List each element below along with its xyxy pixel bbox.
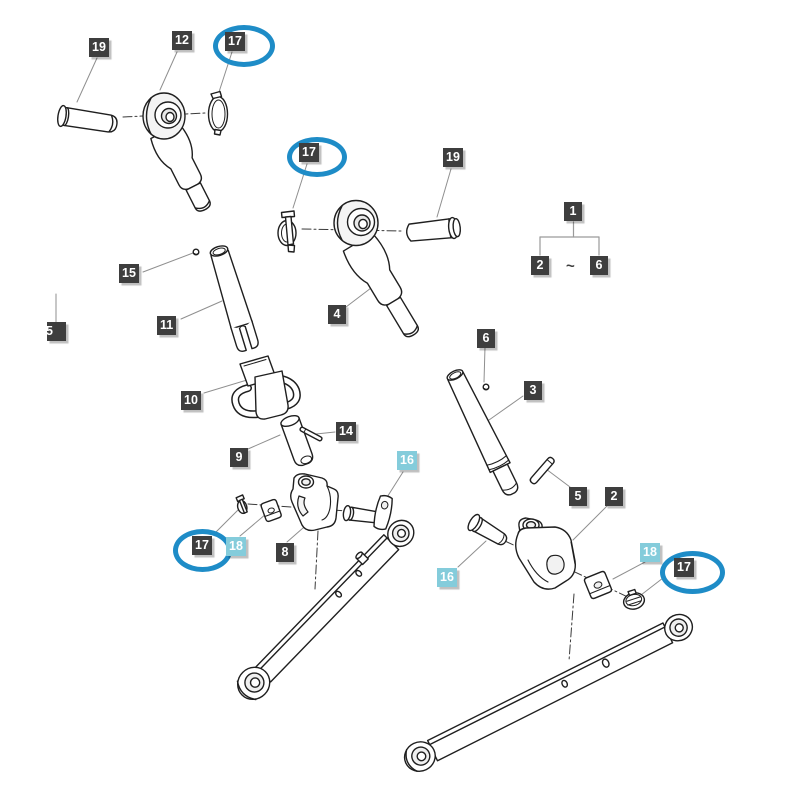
part-label-19-middle: 19 <box>443 148 463 167</box>
legend-bracket <box>539 221 600 256</box>
clevis-pin-19-left-drawing <box>57 104 118 133</box>
part-label-17-bottom-right[interactable]: 17 <box>674 558 694 577</box>
link-pin-9-drawing <box>280 414 314 467</box>
top-link-ball-end-4-drawing <box>333 199 419 338</box>
highlight-ellipse-17-middle <box>287 137 347 177</box>
snap-pin-17-bottom-left-drawing <box>235 494 248 515</box>
part-label-19-top-left: 19 <box>89 38 109 57</box>
part-label-18-right[interactable]: 18 <box>640 543 660 562</box>
part-label-5-edge-partial: 5 <box>47 322 66 341</box>
legend-label-2: 2 <box>531 256 549 275</box>
snap-ring-17-drawing <box>207 90 229 136</box>
lower-link-arm-right-drawing <box>403 613 694 772</box>
part-label-3: 3 <box>524 381 542 400</box>
part-label-6-part: 6 <box>477 329 495 348</box>
part-label-17-top[interactable]: 17 <box>225 32 245 51</box>
part-label-16-center[interactable]: 16 <box>397 451 417 470</box>
part-label-10: 10 <box>181 391 201 410</box>
legend-label-6: 6 <box>590 256 608 275</box>
part-label-11: 11 <box>157 316 177 335</box>
part-label-14: 14 <box>336 422 356 441</box>
part-label-16-bottom[interactable]: 16 <box>437 568 457 587</box>
lift-rod-pin-5-drawing <box>529 456 555 485</box>
part-label-17-bottom-left[interactable]: 17 <box>192 536 212 555</box>
lift-rod-tube-3-drawing <box>446 369 519 496</box>
detent-ball-15-drawing <box>192 248 200 256</box>
clevis-yoke-8-drawing <box>290 473 339 532</box>
part-label-5-right: 5 <box>569 487 587 506</box>
snap-pin-17-bottom-right-drawing <box>622 588 646 610</box>
turnbuckle-tube-11-drawing <box>209 245 259 353</box>
legend-label-1: 1 <box>564 202 582 221</box>
top-link-ball-end-12-drawing <box>142 92 211 212</box>
clevis-yoke-2-drawing <box>515 517 576 590</box>
part-label-12: 12 <box>172 31 192 50</box>
part-label-15: 15 <box>119 264 139 283</box>
part-label-18-left[interactable]: 18 <box>226 537 246 556</box>
legend-separator: ~ <box>566 258 575 275</box>
link-pin-16-right-drawing <box>467 513 508 546</box>
part-label-4: 4 <box>328 305 346 324</box>
leader-line-group <box>55 51 664 596</box>
part-label-8: 8 <box>276 543 294 562</box>
part-label-9: 9 <box>230 448 248 467</box>
link-pin-16-center-drawing <box>342 494 393 531</box>
lower-link-arm-left-drawing <box>236 519 415 701</box>
washer-18-right-drawing <box>583 570 613 600</box>
handle-bracket-10-drawing <box>231 355 301 420</box>
snap-pin-17-middle-drawing <box>277 210 297 253</box>
cotter-pin-14-drawing <box>299 426 323 442</box>
highlight-ellipse-17-top <box>213 25 275 67</box>
detent-ball-6-drawing <box>482 383 490 391</box>
clevis-pin-19-middle-drawing <box>406 216 462 242</box>
washer-18-left-drawing <box>260 498 282 523</box>
part-label-2-right: 2 <box>605 487 623 506</box>
part-label-17-middle[interactable]: 17 <box>299 143 319 162</box>
highlight-ellipse-17-bottom-right <box>660 551 725 594</box>
